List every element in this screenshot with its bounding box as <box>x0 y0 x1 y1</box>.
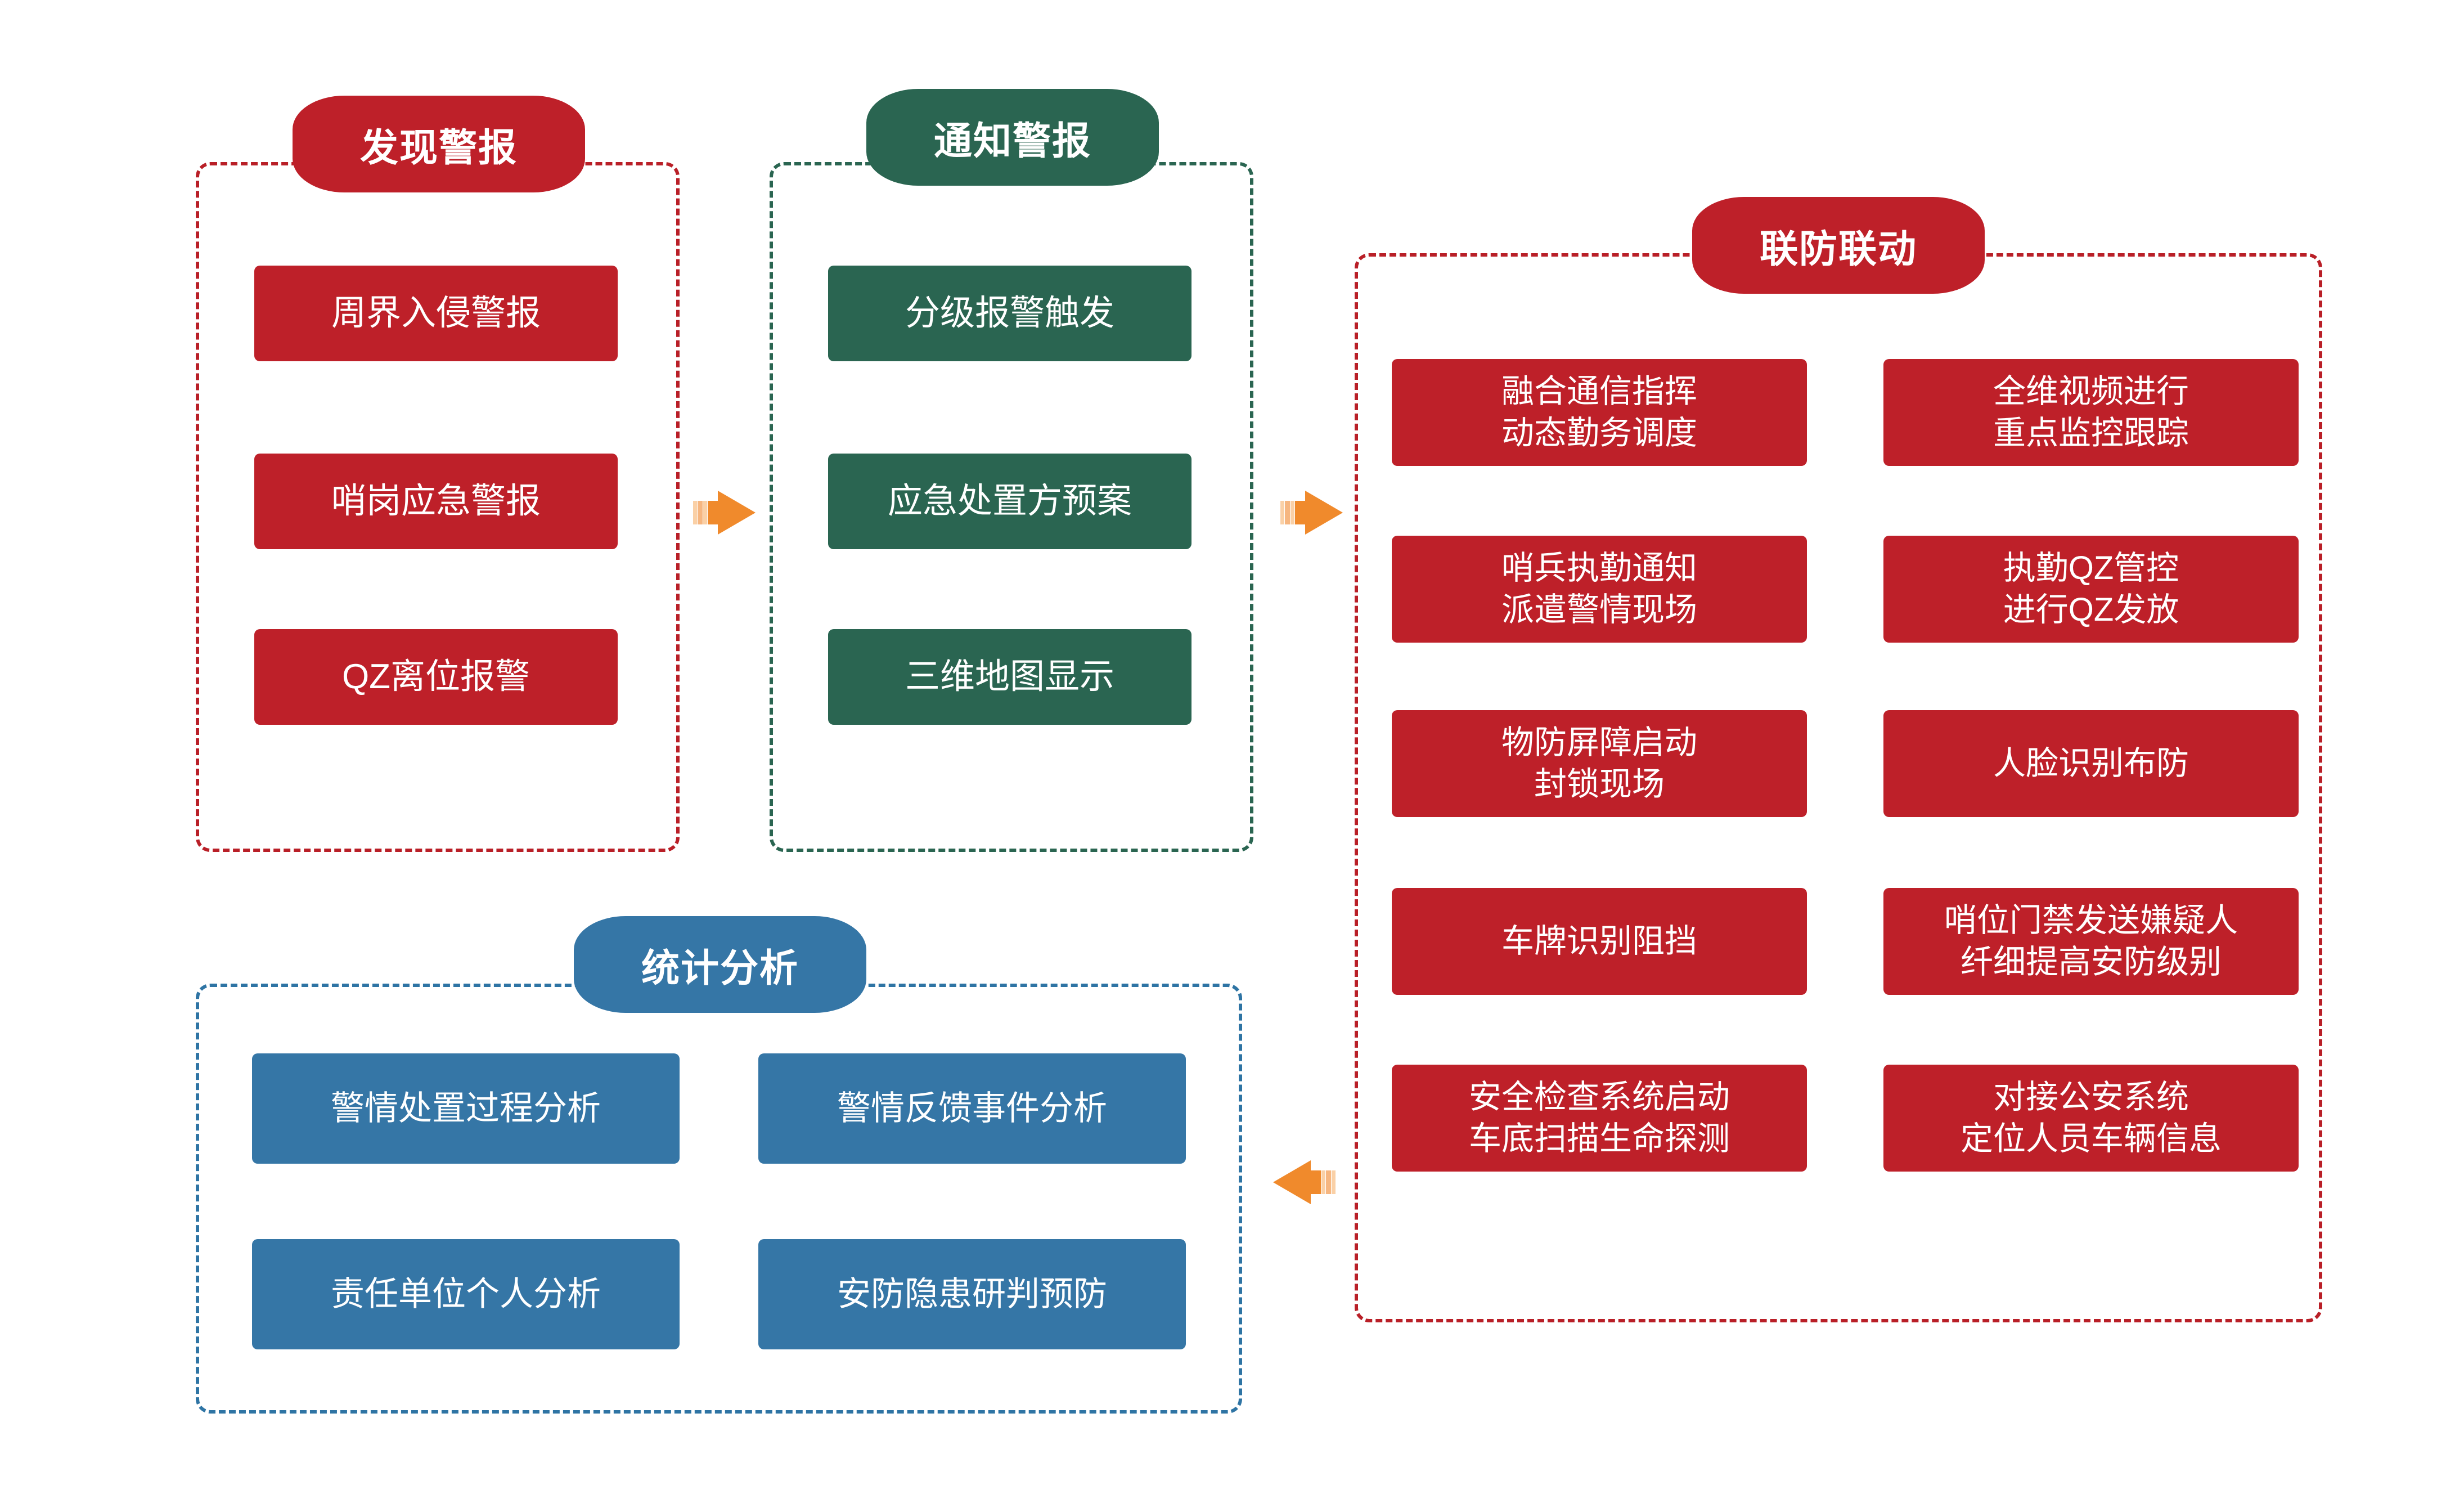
item-line: 进行QZ发放 <box>2003 591 2179 628</box>
item-line: 重点监控跟踪 <box>1993 415 2189 451</box>
item-box-perimeter-intrusion-alarm[interactable]: 周界入侵警报 <box>254 266 618 361</box>
item-line: 物防屏障启动 <box>1501 724 1697 761</box>
item-box-alarm-feedback-event-analysis[interactable]: 警情反馈事件分析 <box>758 1053 1186 1164</box>
item-line: 定位人员车辆信息 <box>1960 1120 2222 1157</box>
item-line: QZ离位报警 <box>341 657 530 697</box>
item-line: 动态勤务调度 <box>1501 415 1697 451</box>
item-box-qz-offpost-alarm[interactable]: QZ离位报警 <box>254 629 618 725</box>
group-header-label: 发现警报 <box>359 126 518 169</box>
item-line: 应急处置方预案 <box>887 482 1132 521</box>
item-box-police-system-integration[interactable]: 对接公安系统 定位人员车辆信息 <box>1883 1065 2299 1172</box>
item-box-security-hazard-prevention[interactable]: 安防隐患研判预防 <box>758 1239 1186 1349</box>
item-box-gate-suspect-alert[interactable]: 哨位门禁发送嫌疑人 纤细提高安防级别 <box>1883 888 2299 995</box>
item-line: 车底扫描生命探测 <box>1468 1120 1730 1157</box>
item-line: 三维地图显示 <box>905 657 1114 697</box>
arrow-left-icon-joint-to-statistics <box>1270 1151 1338 1213</box>
item-box-face-recognition-defense[interactable]: 人脸识别布防 <box>1883 710 2299 817</box>
item-line: 分级报警触发 <box>905 294 1114 333</box>
group-header-discover-alarm[interactable]: 发现警报 <box>293 96 585 192</box>
item-box-responsible-unit-person-analysis[interactable]: 责任单位个人分析 <box>252 1239 680 1349</box>
item-line: 车牌识别阻挡 <box>1501 922 1697 959</box>
item-box-plate-recognition-block[interactable]: 车牌识别阻挡 <box>1392 888 1807 995</box>
item-box-duty-qz-control[interactable]: 执勤QZ管控 进行QZ发放 <box>1883 536 2299 643</box>
item-box-emergency-response-plan[interactable]: 应急处置方预案 <box>828 454 1191 549</box>
arrow-right-icon-discover-to-notify <box>691 482 758 544</box>
item-box-sentry-emergency-alarm[interactable]: 哨岗应急警报 <box>254 454 618 549</box>
group-header-notify-alarm[interactable]: 通知警报 <box>866 89 1159 186</box>
item-line: 责任单位个人分析 <box>331 1275 601 1313</box>
item-line: 哨位门禁发送嫌疑人 <box>1944 901 2238 939</box>
item-box-sentry-duty-dispatch[interactable]: 哨兵执勤通知 派遣警情现场 <box>1392 536 1807 643</box>
item-box-alarm-handling-process-analysis[interactable]: 警情处置过程分析 <box>252 1053 680 1164</box>
arrow-right-icon-notify-to-joint <box>1278 482 1346 544</box>
item-line: 派遣警情现场 <box>1501 591 1697 628</box>
item-line: 纤细提高安防级别 <box>1960 944 2222 980</box>
group-header-label: 通知警报 <box>933 119 1091 163</box>
group-header-joint-defense[interactable]: 联防联动 <box>1692 197 1985 294</box>
item-line: 全维视频进行 <box>1993 373 2189 410</box>
group-header-label: 联防联动 <box>1759 227 1917 271</box>
group-header-label: 统计分析 <box>641 946 799 990</box>
item-box-physical-barrier-lockdown[interactable]: 物防屏障启动 封锁现场 <box>1392 710 1807 817</box>
item-line: 安防隐患研判预防 <box>837 1275 1107 1313</box>
item-line: 安全检查系统启动 <box>1468 1078 1730 1115</box>
item-box-omni-video-tracking[interactable]: 全维视频进行 重点监控跟踪 <box>1883 359 2299 466</box>
item-box-security-inspection-scan[interactable]: 安全检查系统启动 车底扫描生命探测 <box>1392 1065 1807 1172</box>
item-box-graded-alarm-trigger[interactable]: 分级报警触发 <box>828 266 1191 361</box>
item-line: 融合通信指挥 <box>1501 373 1697 410</box>
item-line: 执勤QZ管控 <box>2003 549 2179 586</box>
item-line: 哨兵执勤通知 <box>1501 549 1697 586</box>
item-line: 对接公安系统 <box>1993 1078 2189 1115</box>
item-line: 周界入侵警报 <box>331 294 541 333</box>
item-line: 封锁现场 <box>1534 766 1665 802</box>
item-box-3d-map-display[interactable]: 三维地图显示 <box>828 629 1191 725</box>
item-line: 哨岗应急警报 <box>331 482 541 521</box>
item-box-fused-comms-command[interactable]: 融合通信指挥 动态勤务调度 <box>1392 359 1807 466</box>
group-header-statistics-analysis[interactable]: 统计分析 <box>574 916 866 1013</box>
item-line: 人脸识别布防 <box>1993 744 2189 782</box>
item-line: 警情反馈事件分析 <box>837 1089 1107 1127</box>
item-line: 警情处置过程分析 <box>331 1089 601 1127</box>
